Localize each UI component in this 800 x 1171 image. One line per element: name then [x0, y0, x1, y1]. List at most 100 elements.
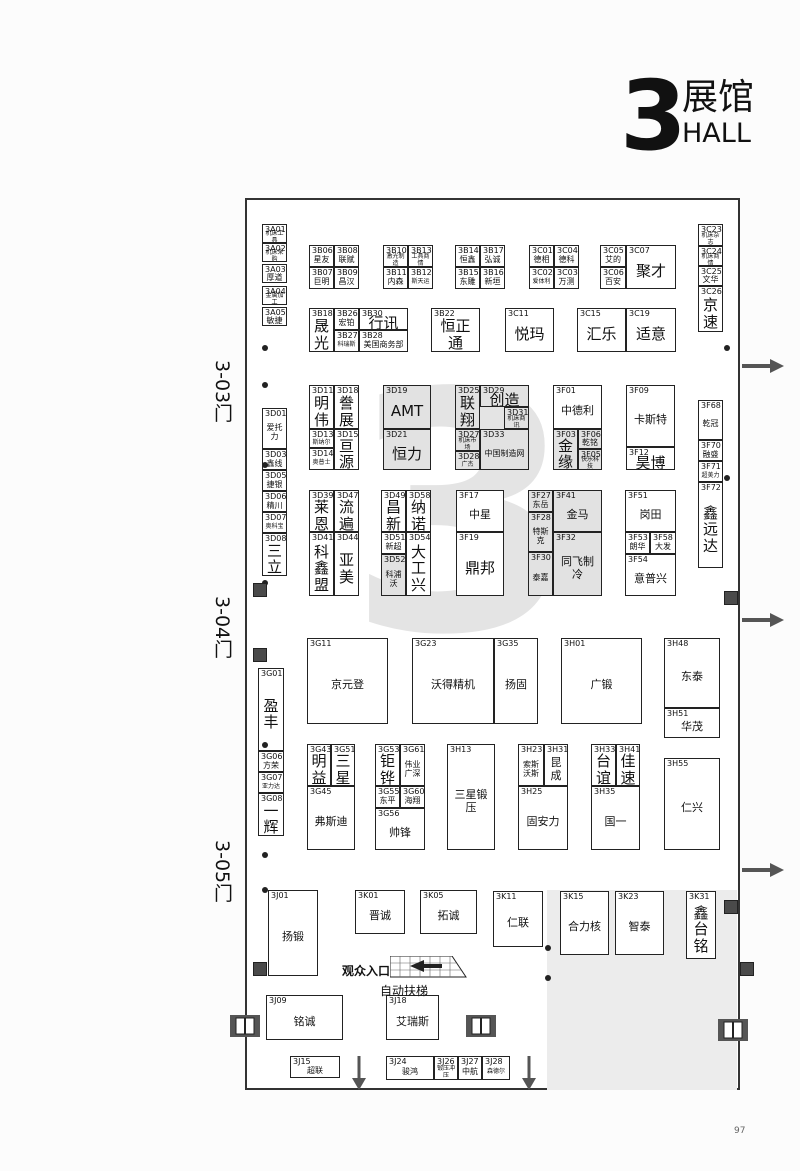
- booth-id: 3C01: [532, 246, 553, 255]
- booth-name: 广杰: [461, 460, 474, 468]
- booth-id: 3B28: [362, 331, 383, 340]
- booth-id: 3K05: [423, 891, 444, 900]
- booth-id: 3D25: [458, 386, 480, 395]
- booth-id: 3F01: [556, 386, 576, 395]
- booth-name: 鑫远达: [702, 503, 718, 555]
- booth-id: 3J15: [293, 1057, 311, 1066]
- booth-name: AMT: [390, 402, 424, 421]
- booth-name: 意普兴: [634, 572, 667, 586]
- booth-id: 3B30: [362, 309, 383, 318]
- pillar-square: [253, 962, 267, 976]
- booth-name: 金缘: [557, 436, 573, 470]
- hall-title-en: HALL: [682, 118, 751, 149]
- booth-name: 索斯沃斯: [523, 759, 539, 778]
- booth-name: 亚力达: [261, 782, 280, 790]
- booth-id: 3B27: [337, 331, 358, 340]
- booth-name: 汇乐: [586, 325, 617, 344]
- booth-id: 3C15: [580, 309, 601, 318]
- booth-name: 中德利: [561, 404, 594, 418]
- booth-id: 3J26: [437, 1057, 455, 1066]
- booth-name: 机床采购: [265, 249, 284, 262]
- hall-number: 3: [620, 60, 687, 172]
- booth-name: 斯纳尔: [312, 438, 331, 446]
- booth-name: 三星锻压: [454, 788, 488, 814]
- booth-id: 3D07: [265, 513, 287, 522]
- booth-id: 3F71: [701, 462, 721, 471]
- booth-id: 3D52: [384, 555, 406, 564]
- booth-name: 中星: [469, 508, 491, 522]
- booth-name: 联翔: [459, 394, 475, 429]
- booth-id: 3B10: [386, 246, 407, 255]
- booth-id: 3D47: [337, 491, 359, 500]
- escalator-icon: [390, 956, 467, 978]
- booth-name: 金属加工: [265, 292, 284, 305]
- column-dot: [545, 975, 551, 981]
- booth-id: 3G23: [415, 639, 437, 648]
- booth-name: 固安力: [526, 815, 560, 829]
- booth-name: 乾冠: [702, 419, 719, 429]
- booth-id: 3K31: [689, 892, 710, 901]
- booth-name: 亚美: [338, 551, 354, 586]
- booth-name: 工具商情: [411, 252, 430, 267]
- booth-name: 厚道: [266, 272, 283, 282]
- booth-id: 3H13: [450, 745, 472, 754]
- booth-id: 3D44: [337, 533, 359, 542]
- booth-name: 奥科宝: [265, 522, 284, 530]
- booth-id: 3H41: [619, 745, 640, 754]
- booth-name: 帅锋: [389, 826, 411, 840]
- booth-name: 机床商情: [701, 252, 720, 266]
- booth-name: 佳速: [620, 752, 636, 786]
- booth-name: 朗华: [629, 542, 646, 552]
- booth-id: 3H01: [564, 639, 586, 648]
- booth-name: 恒鑫: [459, 255, 476, 265]
- booth-id: 3F03: [556, 430, 576, 439]
- booth-id: 3J28: [485, 1057, 503, 1066]
- booth-name: 科浦沃: [385, 569, 402, 588]
- booth-name: 德科: [558, 255, 575, 265]
- arrow-right-icon: [742, 613, 784, 627]
- booth-id: 3F70: [701, 441, 721, 450]
- booth-id: 3C24: [701, 247, 722, 256]
- booth-id: 3A01: [265, 225, 286, 234]
- booth-id: 3G01: [261, 669, 283, 678]
- booth-id: 3F54: [628, 555, 648, 564]
- booth-name: 弘诚: [484, 255, 501, 265]
- arrow-right-icon: [742, 863, 784, 877]
- booth-3h13: 3H13 三星锻压: [447, 744, 495, 850]
- booth-name: 昆成: [550, 756, 562, 782]
